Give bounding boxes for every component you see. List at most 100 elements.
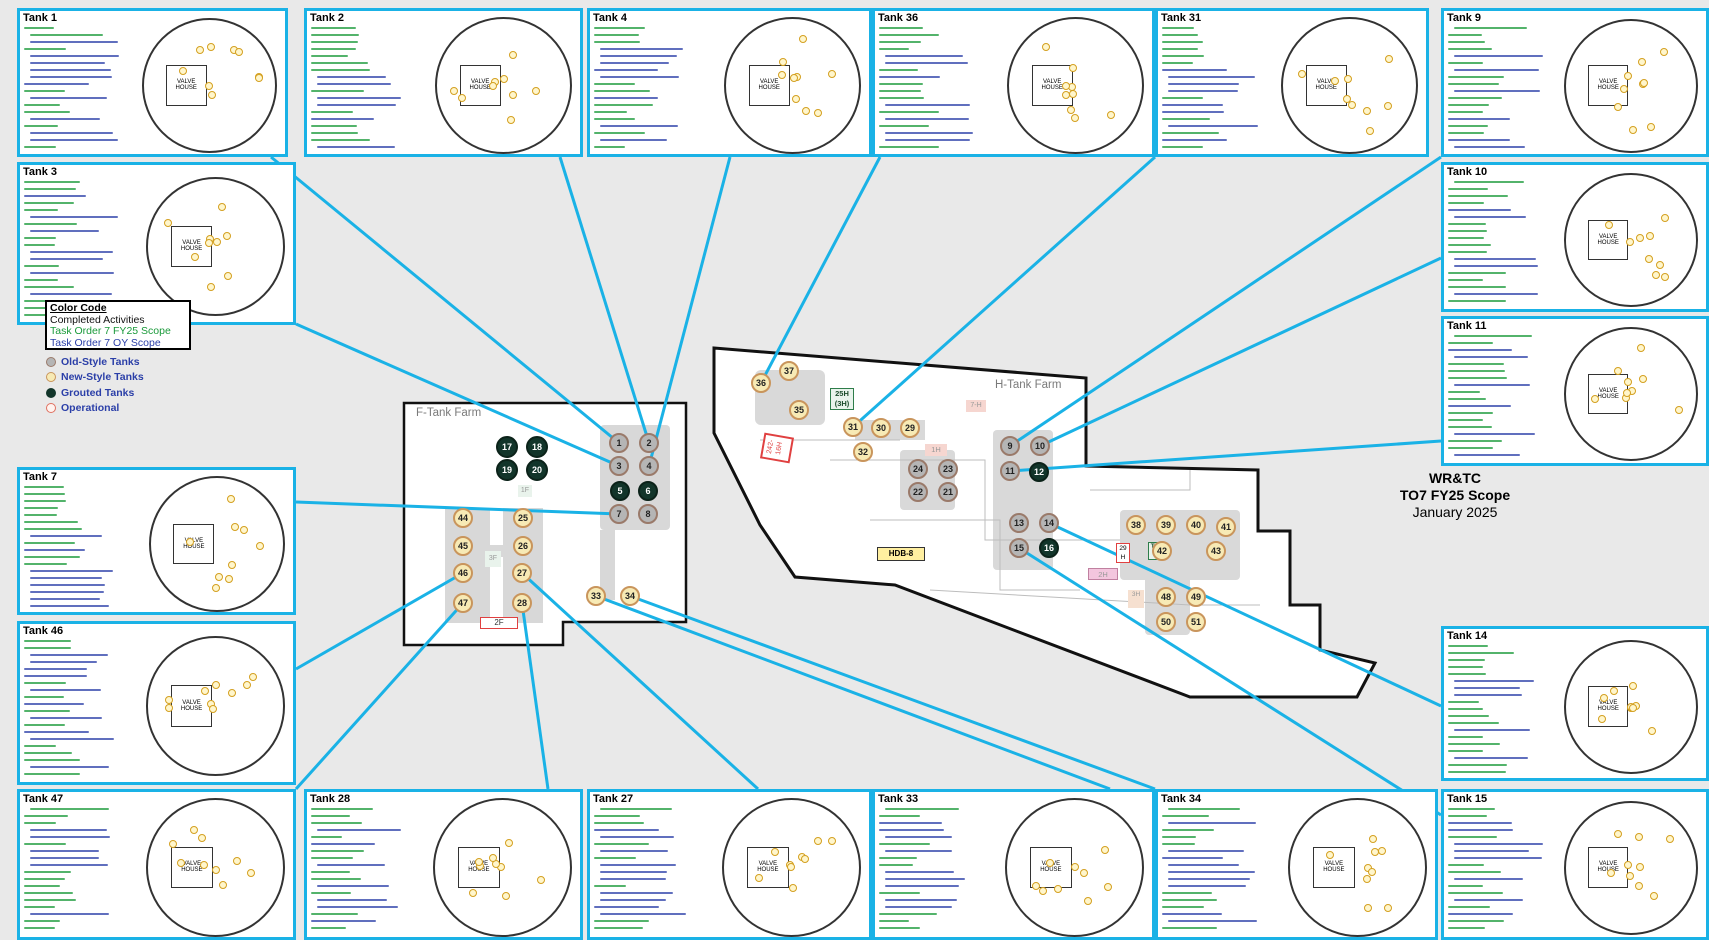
riser-marker xyxy=(164,218,173,227)
text-line xyxy=(24,927,55,929)
riser-marker xyxy=(1660,214,1669,223)
tank-19: 19 xyxy=(496,459,518,481)
text-line xyxy=(30,118,101,120)
text-line xyxy=(30,829,107,831)
text-line xyxy=(1454,687,1521,689)
riser-marker xyxy=(1635,862,1644,871)
text-line xyxy=(30,76,112,78)
text-line xyxy=(1454,181,1525,183)
text-line xyxy=(24,244,55,246)
riser-marker xyxy=(231,522,240,531)
leader-line-tank4 xyxy=(647,156,732,467)
text-line xyxy=(24,549,85,551)
text-line xyxy=(24,83,89,85)
riser-marker xyxy=(1084,896,1093,905)
tank-16: 16 xyxy=(1039,538,1059,558)
text-line xyxy=(24,27,54,29)
tank-plan-circle xyxy=(1564,639,1698,774)
riser-marker xyxy=(208,91,217,100)
text-line xyxy=(1448,829,1513,831)
riser-marker xyxy=(214,573,223,581)
riser-marker xyxy=(1635,881,1644,890)
text-line xyxy=(879,892,920,894)
text-line xyxy=(317,97,401,99)
text-line xyxy=(1448,864,1484,866)
facility-label-hdb8: HDB-8 xyxy=(877,547,925,561)
tank-10: 10 xyxy=(1030,436,1050,456)
facility-label-3f: 3F xyxy=(485,551,501,567)
text-line xyxy=(311,836,343,838)
riser-marker xyxy=(1106,110,1115,119)
text-line xyxy=(885,871,955,873)
text-line xyxy=(1448,363,1505,365)
panel-title: Tank 7 xyxy=(23,471,58,483)
text-line xyxy=(1448,645,1488,647)
text-line xyxy=(1448,885,1484,887)
text-line xyxy=(1162,69,1227,71)
riser-marker xyxy=(206,282,215,291)
text-line xyxy=(1448,300,1507,302)
text-line xyxy=(317,83,391,85)
leader-line-tank33 xyxy=(595,594,1111,791)
riser-marker xyxy=(798,35,807,44)
text-line xyxy=(24,843,67,845)
riser-marker xyxy=(243,681,252,690)
text-line xyxy=(1448,251,1488,253)
riser-marker xyxy=(506,116,515,125)
riser-marker xyxy=(1599,694,1608,703)
text-line xyxy=(1454,850,1529,852)
tank-45: 45 xyxy=(453,536,473,556)
text-line xyxy=(1454,384,1531,386)
tank-20: 20 xyxy=(526,459,548,481)
text-line xyxy=(1448,892,1504,894)
text-line xyxy=(311,48,357,50)
text-line xyxy=(30,857,99,859)
text-line xyxy=(1162,906,1205,908)
tank-4: 4 xyxy=(639,456,659,476)
tank-21: 21 xyxy=(938,482,958,502)
text-line xyxy=(30,738,115,740)
panel-title: Tank 47 xyxy=(23,793,64,805)
riser-marker xyxy=(1062,82,1071,91)
tank-39: 39 xyxy=(1156,515,1176,535)
text-line xyxy=(1448,771,1506,773)
panel-title: Tank 4 xyxy=(593,12,628,24)
riser-marker xyxy=(1652,271,1661,280)
text-line xyxy=(594,815,640,817)
text-line xyxy=(1448,405,1511,407)
riser-marker xyxy=(474,858,483,867)
panel-title: Tank 31 xyxy=(1161,12,1202,24)
text-line xyxy=(24,528,83,530)
valve-house-box: VALVE HOUSE xyxy=(1313,846,1355,889)
text-line xyxy=(317,146,395,148)
riser-marker xyxy=(1597,715,1606,724)
text-line xyxy=(1448,41,1486,43)
riser-marker xyxy=(204,239,213,248)
text-line xyxy=(1448,701,1479,703)
riser-marker xyxy=(1383,903,1392,912)
text-line xyxy=(311,871,351,873)
riser-marker xyxy=(212,866,221,875)
text-line xyxy=(1162,104,1224,106)
text-line xyxy=(594,857,637,859)
text-line xyxy=(1454,454,1521,456)
text-line xyxy=(1454,433,1536,435)
text-line xyxy=(1162,139,1228,141)
riser-marker xyxy=(1623,72,1632,81)
text-line xyxy=(1448,34,1482,36)
riser-marker xyxy=(488,82,497,91)
text-line xyxy=(1448,398,1487,400)
text-line xyxy=(879,69,919,71)
riser-marker xyxy=(249,672,258,681)
text-line xyxy=(1448,377,1508,379)
tank-43: 43 xyxy=(1206,541,1226,561)
text-line xyxy=(1168,822,1256,824)
riser-marker xyxy=(213,238,222,247)
riser-marker xyxy=(197,834,206,843)
text-line xyxy=(1454,899,1523,901)
text-line xyxy=(879,76,940,78)
tank-23: 23 xyxy=(938,459,958,479)
text-line xyxy=(1454,258,1536,260)
